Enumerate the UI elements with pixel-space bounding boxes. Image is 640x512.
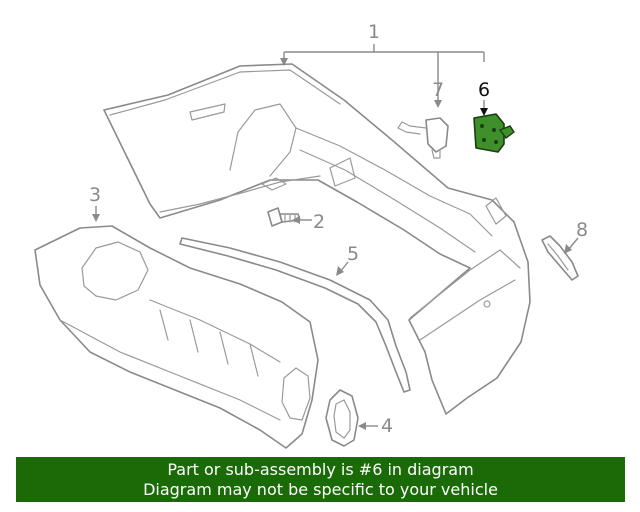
banner-line-1: Part or sub-assembly is #6 in diagram <box>167 459 474 479</box>
callout-2: 2 <box>313 211 325 233</box>
callout-3: 3 <box>89 184 101 206</box>
exhaust-trim-part-4[interactable] <box>325 389 359 447</box>
callout-6: 6 <box>478 79 490 101</box>
screw-part-2[interactable] <box>267 207 301 227</box>
sensor-part-7[interactable] <box>397 117 449 159</box>
callout-5: 5 <box>347 243 359 265</box>
bumper-cover-part-1[interactable] <box>103 63 531 415</box>
callout-8: 8 <box>576 219 588 241</box>
banner-line-2: Diagram may not be specific to your vehi… <box>143 479 498 499</box>
callout-4: 4 <box>381 415 393 437</box>
reflector-part-8[interactable] <box>541 235 579 281</box>
trim-strip-part-5[interactable] <box>179 237 411 393</box>
leader-lines <box>92 44 579 430</box>
part-notice-banner: Part or sub-assembly is #6 in diagram Di… <box>16 457 625 502</box>
diffuser-part-3[interactable] <box>34 225 319 449</box>
callout-7: 7 <box>432 79 444 101</box>
bracket-part-6[interactable] <box>473 113 515 153</box>
parts-diagram: 1 2 3 4 5 6 7 8 <box>34 21 588 449</box>
callout-1: 1 <box>368 21 380 43</box>
